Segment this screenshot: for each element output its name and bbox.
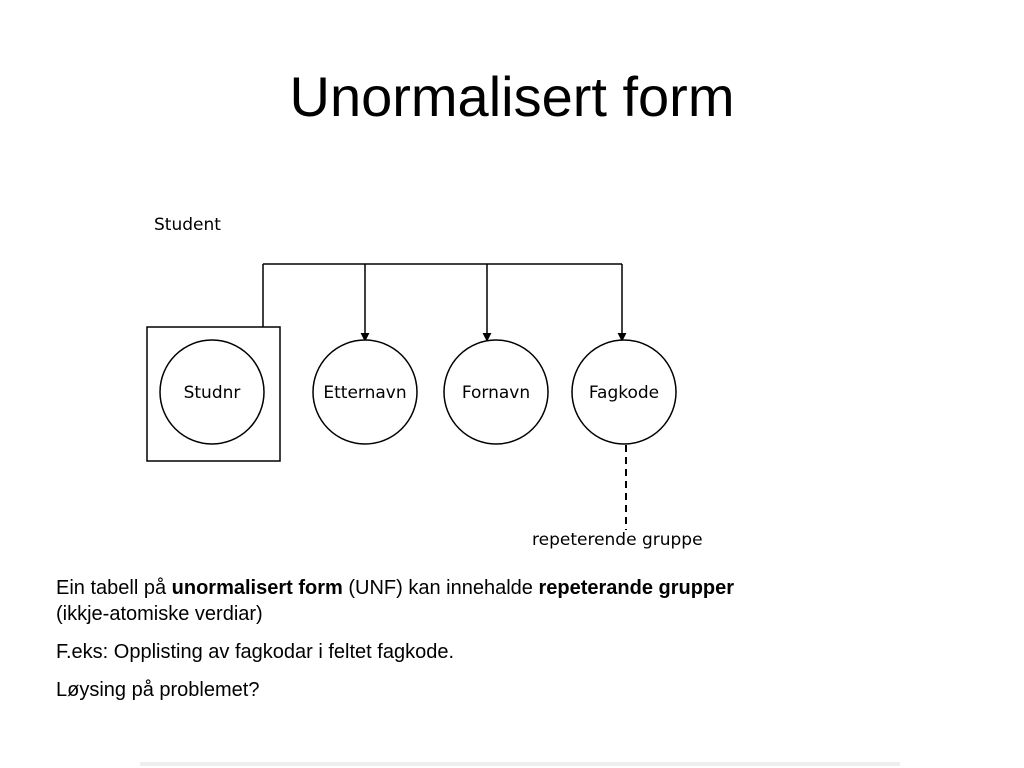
term-repeterande-grupper: repeterande grupper (538, 577, 735, 599)
para1-prefix: Ein tabell på (56, 577, 172, 599)
paragraph-question: Løysing på problemet? (56, 679, 260, 701)
slide-title: Unormalisert form (289, 65, 735, 128)
attribute-circle-fornavn (443, 339, 549, 445)
primary-key-box (146, 326, 281, 462)
term-unormalisert-form: unormalisert form (171, 577, 343, 599)
para1-middle: (UNF) kan innehalde (342, 577, 539, 599)
attribute-label-etternavn: Etternavn (323, 383, 406, 403)
entity-label: Student (154, 215, 221, 235)
attribute-circle-fagkode (571, 339, 677, 445)
attribute-label-fornavn: Fornavn (462, 383, 530, 403)
repeating-group-label: repeterende gruppe (532, 530, 703, 550)
attribute-label-fagkode: Fagkode (589, 383, 659, 403)
paragraph-example: F.eks: Opplisting av fagkodar i feltet f… (56, 641, 454, 663)
slide-body: Ein tabell på unormalisert form (UNF) ka… (56, 575, 976, 715)
attribute-label-studnr: Studnr (184, 383, 241, 403)
para1-suffix: (ikkje-atomiske verdiar) (56, 603, 263, 625)
attribute-circle-etternavn (312, 339, 418, 445)
paragraph-unf-definition: Ein tabell på unormalisert form (UNF) ka… (56, 575, 976, 627)
bottom-divider (140, 762, 900, 766)
attribute-circle-studnr (159, 339, 265, 445)
